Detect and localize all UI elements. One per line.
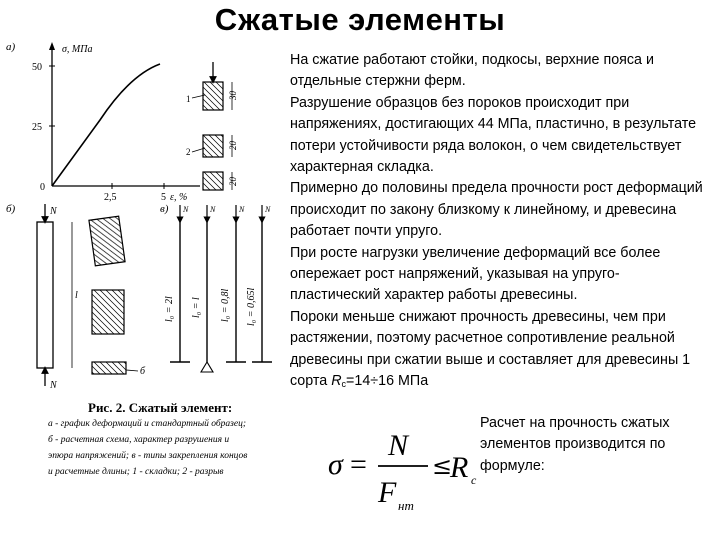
formula-R: R: [449, 451, 468, 484]
figure-label-a: а): [6, 41, 16, 53]
graph-y-tick-25: 25: [32, 122, 42, 133]
graph-x-axis-label: ε, %: [170, 192, 187, 203]
callout-6: б: [140, 366, 146, 377]
paragraph-3: Примерно до половины предела прочности р…: [290, 180, 703, 240]
graph-y-tick-0: 0: [40, 182, 45, 193]
support-type-4: N l₀ = 0,65l: [246, 205, 272, 363]
stress-diagram: [91, 361, 127, 375]
figure-caption: Рис. 2. Сжатый элемент: а - график дефор…: [48, 400, 298, 480]
specimen-dim-20b: 20: [228, 177, 238, 187]
graph-x-tick-5: 5: [161, 192, 166, 203]
specimen-dim-20a: 20: [228, 141, 238, 151]
paragraph-5-value: =14÷16 МПа: [346, 373, 429, 390]
column-4-N: N: [264, 205, 271, 214]
formula-denominator: F: [377, 476, 397, 509]
callout-1-leader: [191, 94, 206, 99]
specimen-block-bottom: [202, 134, 224, 158]
formula-equals: =: [350, 448, 367, 481]
callout-2-leader: [191, 147, 206, 153]
support-type-3: N l₀ = 0,8l: [220, 205, 246, 363]
paragraph-5-text: Пороки меньше снижают прочность древесин…: [290, 308, 691, 390]
force-N-top: N: [49, 206, 58, 217]
paragraph-1: На сжатие работают стойки, подкосы, верх…: [290, 52, 654, 90]
caption-line-4: и расчетные длины; 1 - складки; 2 - разр…: [48, 467, 224, 477]
calculation-text: Расчет на прочность сжатых элементов про…: [480, 415, 670, 474]
strength-formula: σ = N F нт ≤ R c: [328, 429, 477, 513]
specimen-dim-30: 30: [228, 91, 238, 102]
column-length-label: l: [75, 290, 78, 301]
caption-line-3: эпюра напряжений; в - типы закрепления к…: [48, 451, 248, 461]
support-type-1: N l₀ = 2l: [164, 205, 190, 363]
column-4-length: l₀ = 0,65l: [246, 287, 257, 326]
caption-line-2: б - расчетная схема, характер разрушения…: [48, 435, 230, 445]
specimen-cross-section: [202, 171, 224, 191]
column-scheme: [36, 221, 54, 369]
callout-6-leader: [125, 369, 139, 372]
slide-title: Сжатые элементы: [214, 2, 506, 37]
formula-le: ≤: [432, 452, 452, 480]
compressed-element-figure: а) σ, МПа 50 25 0 2,5 5 ε, % 30 1 20 2 2…: [6, 41, 272, 391]
force-N-bottom: N: [49, 380, 58, 391]
figure-label-v: в): [160, 203, 169, 215]
figure-label-b: б): [6, 203, 16, 215]
formula-sigma: σ: [328, 448, 344, 481]
stress-strain-curve: [51, 63, 161, 187]
column-3-N: N: [238, 205, 245, 214]
body-text: На сжатие работают стойки, подкосы, верх…: [290, 50, 710, 396]
column-3-length: l₀ = 0,8l: [220, 288, 231, 322]
graph-y-tick-50: 50: [32, 62, 42, 73]
paragraph-4: При росте нагрузки увеличение деформаций…: [290, 244, 661, 304]
column-2-N: N: [209, 205, 216, 214]
support-type-2: N l₀ = l: [191, 205, 216, 373]
design-resistance-subscript: c: [341, 379, 347, 390]
column-2-length: l₀ = l: [191, 297, 202, 318]
graph-x-tick-2-5: 2,5: [104, 192, 117, 203]
failure-pattern-middle: [91, 289, 125, 335]
failure-pattern-top: [88, 215, 126, 267]
formula-R-subscript: c: [471, 473, 477, 487]
paragraph-5: Пороки меньше снижают прочность древесин…: [290, 309, 690, 389]
caption-title: Рис. 2. Сжатый элемент:: [88, 400, 233, 415]
caption-line-1: а - график деформаций и стандартный обра…: [48, 419, 247, 429]
callout-1: 1: [186, 94, 191, 104]
graph-y-axis-label: σ, МПа: [62, 44, 92, 55]
graph-y-arrow: [49, 42, 55, 50]
design-resistance-symbol: R: [331, 373, 342, 390]
formula-numerator: N: [387, 429, 410, 462]
callout-2: 2: [186, 147, 191, 157]
specimen-block-top: [202, 81, 224, 111]
column-1-N: N: [182, 205, 189, 214]
column-2-pin: [200, 360, 214, 373]
column-1-length: l₀ = 2l: [164, 296, 175, 322]
paragraph-2: Разрушение образцов без пороков происход…: [290, 94, 697, 176]
formula-denominator-subscript: нт: [398, 498, 414, 513]
